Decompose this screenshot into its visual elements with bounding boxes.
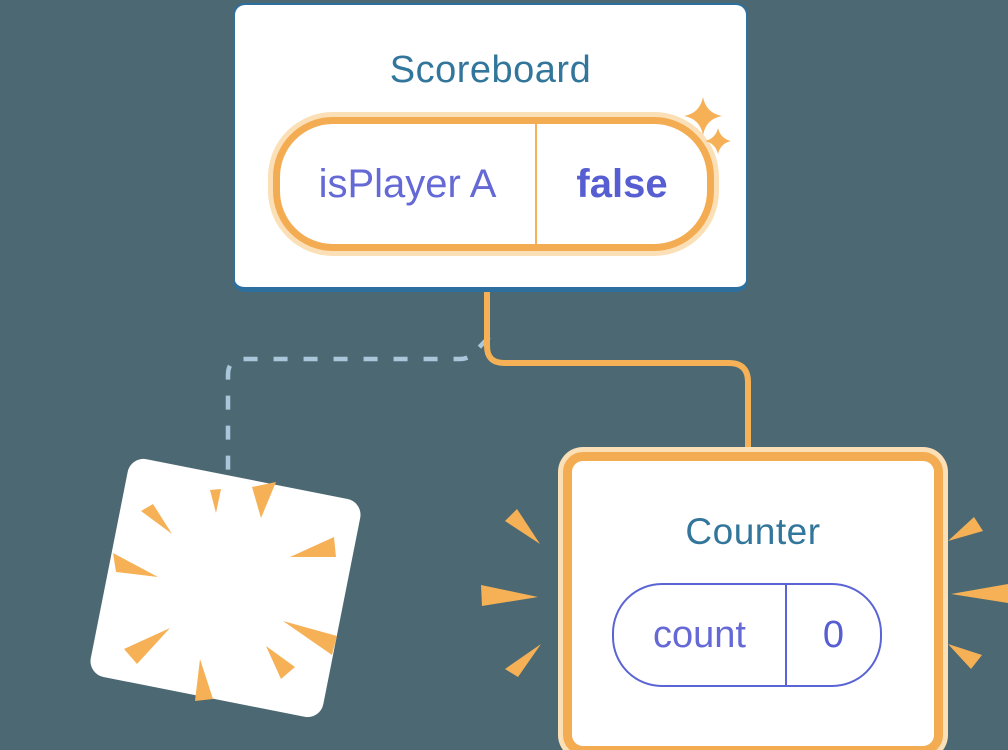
counter-component-card: Counter count 0 <box>563 452 943 750</box>
emphasis-ray <box>948 517 983 541</box>
counter-title: Counter <box>685 511 821 552</box>
emphasis-ray <box>481 585 538 606</box>
state-name: count <box>653 614 746 656</box>
emphasis-ray <box>948 644 982 669</box>
counter-state-pill: count 0 <box>612 583 882 687</box>
emphasis-ray <box>951 584 1008 603</box>
emphasis-ray <box>505 644 541 677</box>
orange-connector-line <box>484 285 751 452</box>
state-value: 0 <box>822 614 845 656</box>
destroyed-component-card <box>87 456 364 720</box>
state-name: isPlayer A <box>318 162 497 206</box>
dashed-connector-line <box>225 335 491 478</box>
emphasis-burst-left-icon <box>481 509 541 677</box>
emphasis-ray <box>505 509 540 544</box>
emphasis-burst-right-icon <box>948 517 1008 669</box>
pill-divider <box>535 124 537 244</box>
scoreboard-component-card: Scoreboard isPlayer A false <box>233 3 748 292</box>
scoreboard-title: Scoreboard <box>389 49 592 91</box>
scoreboard-state-pill: isPlayer A false <box>273 117 714 251</box>
state-value: false <box>576 162 668 206</box>
pill-divider <box>785 585 787 685</box>
